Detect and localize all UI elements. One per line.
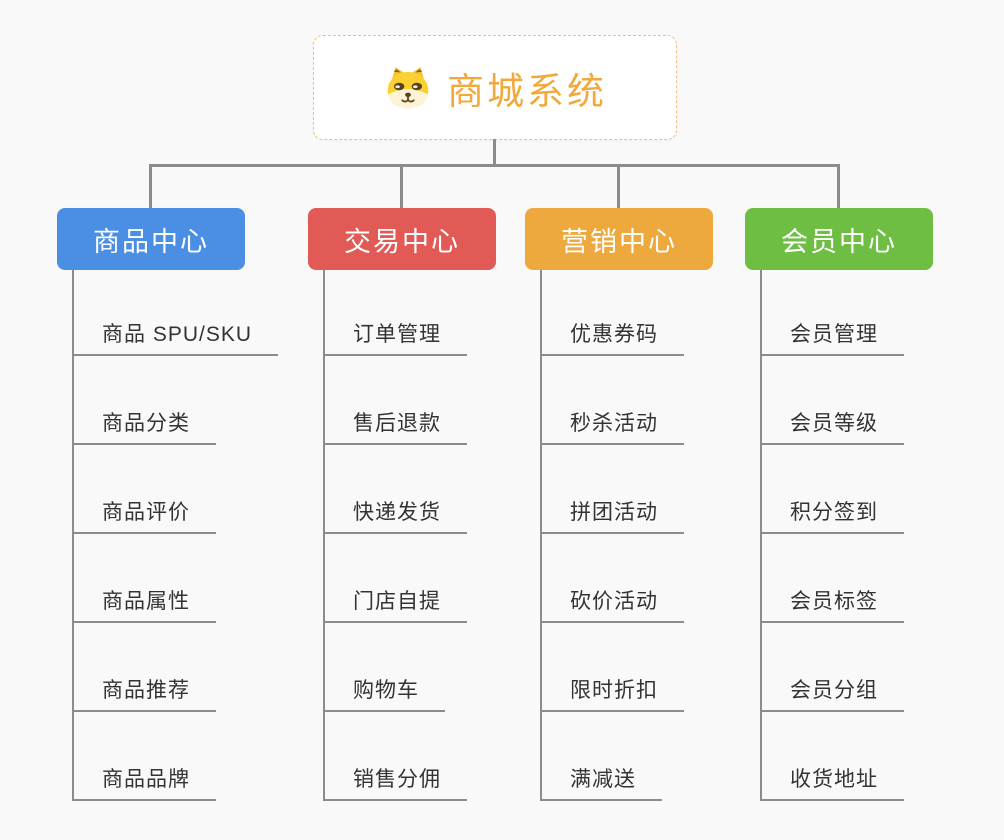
leaf-node[interactable]: 商品推荐	[72, 672, 216, 712]
leaf-node[interactable]: 收货地址	[760, 761, 904, 801]
leaf-node[interactable]: 优惠券码	[540, 316, 684, 356]
leaf-node[interactable]: 售后退款	[323, 405, 467, 445]
leaf-node[interactable]: 购物车	[323, 672, 445, 712]
leaf-node[interactable]: 会员分组	[760, 672, 904, 712]
branch-node-trade[interactable]: 交易中心	[308, 208, 496, 270]
branch-spine	[72, 270, 74, 801]
branch-spine	[540, 270, 542, 801]
branch-node-marketing[interactable]: 营销中心	[525, 208, 713, 270]
root-title: 商城系统	[447, 70, 607, 112]
leaf-node[interactable]: 商品 SPU/SKU	[72, 316, 279, 356]
connector-drop-member	[837, 164, 840, 209]
root-node[interactable]: 商城系统	[313, 35, 677, 140]
branch-spine	[760, 270, 762, 801]
leaf-node[interactable]: 订单管理	[323, 316, 467, 356]
dog-face-icon	[383, 63, 433, 113]
leaf-node[interactable]: 商品属性	[72, 583, 216, 623]
connector-drop-trade	[400, 164, 403, 209]
leaf-node[interactable]: 商品分类	[72, 405, 216, 445]
branch-spine	[323, 270, 325, 801]
branch-member-center: 会员中心 会员管理 会员等级 积分签到 会员标签 会员分组 收货地址	[745, 208, 990, 808]
branch-marketing-center: 营销中心 优惠券码 秒杀活动 拼团活动 砍价活动 限时折扣 满减送	[525, 208, 770, 808]
branch-node-product[interactable]: 商品中心	[57, 208, 245, 270]
branch-product-center: 商品中心 商品 SPU/SKU 商品分类 商品评价 商品属性 商品推荐 商品品牌	[57, 208, 302, 808]
connector-drop-product	[149, 164, 152, 209]
leaf-node[interactable]: 会员管理	[760, 316, 904, 356]
leaf-node[interactable]: 销售分佣	[323, 761, 467, 801]
leaf-node[interactable]: 限时折扣	[540, 672, 684, 712]
branch-trade-center: 交易中心 订单管理 售后退款 快递发货 门店自提 购物车 销售分佣	[308, 208, 553, 808]
connector-root-stem	[493, 139, 496, 166]
leaf-node[interactable]: 门店自提	[323, 583, 467, 623]
leaf-node[interactable]: 快递发货	[323, 494, 467, 534]
leaf-node[interactable]: 商品品牌	[72, 761, 216, 801]
leaf-node[interactable]: 秒杀活动	[540, 405, 684, 445]
connector-trunk	[149, 164, 840, 167]
leaf-node[interactable]: 会员等级	[760, 405, 904, 445]
leaf-node[interactable]: 商品评价	[72, 494, 216, 534]
leaf-node[interactable]: 满减送	[540, 761, 662, 801]
leaf-node[interactable]: 积分签到	[760, 494, 904, 534]
connector-drop-marketing	[617, 164, 620, 209]
leaf-node[interactable]: 会员标签	[760, 583, 904, 623]
branch-node-member[interactable]: 会员中心	[745, 208, 933, 270]
leaf-node[interactable]: 砍价活动	[540, 583, 684, 623]
leaf-node[interactable]: 拼团活动	[540, 494, 684, 534]
